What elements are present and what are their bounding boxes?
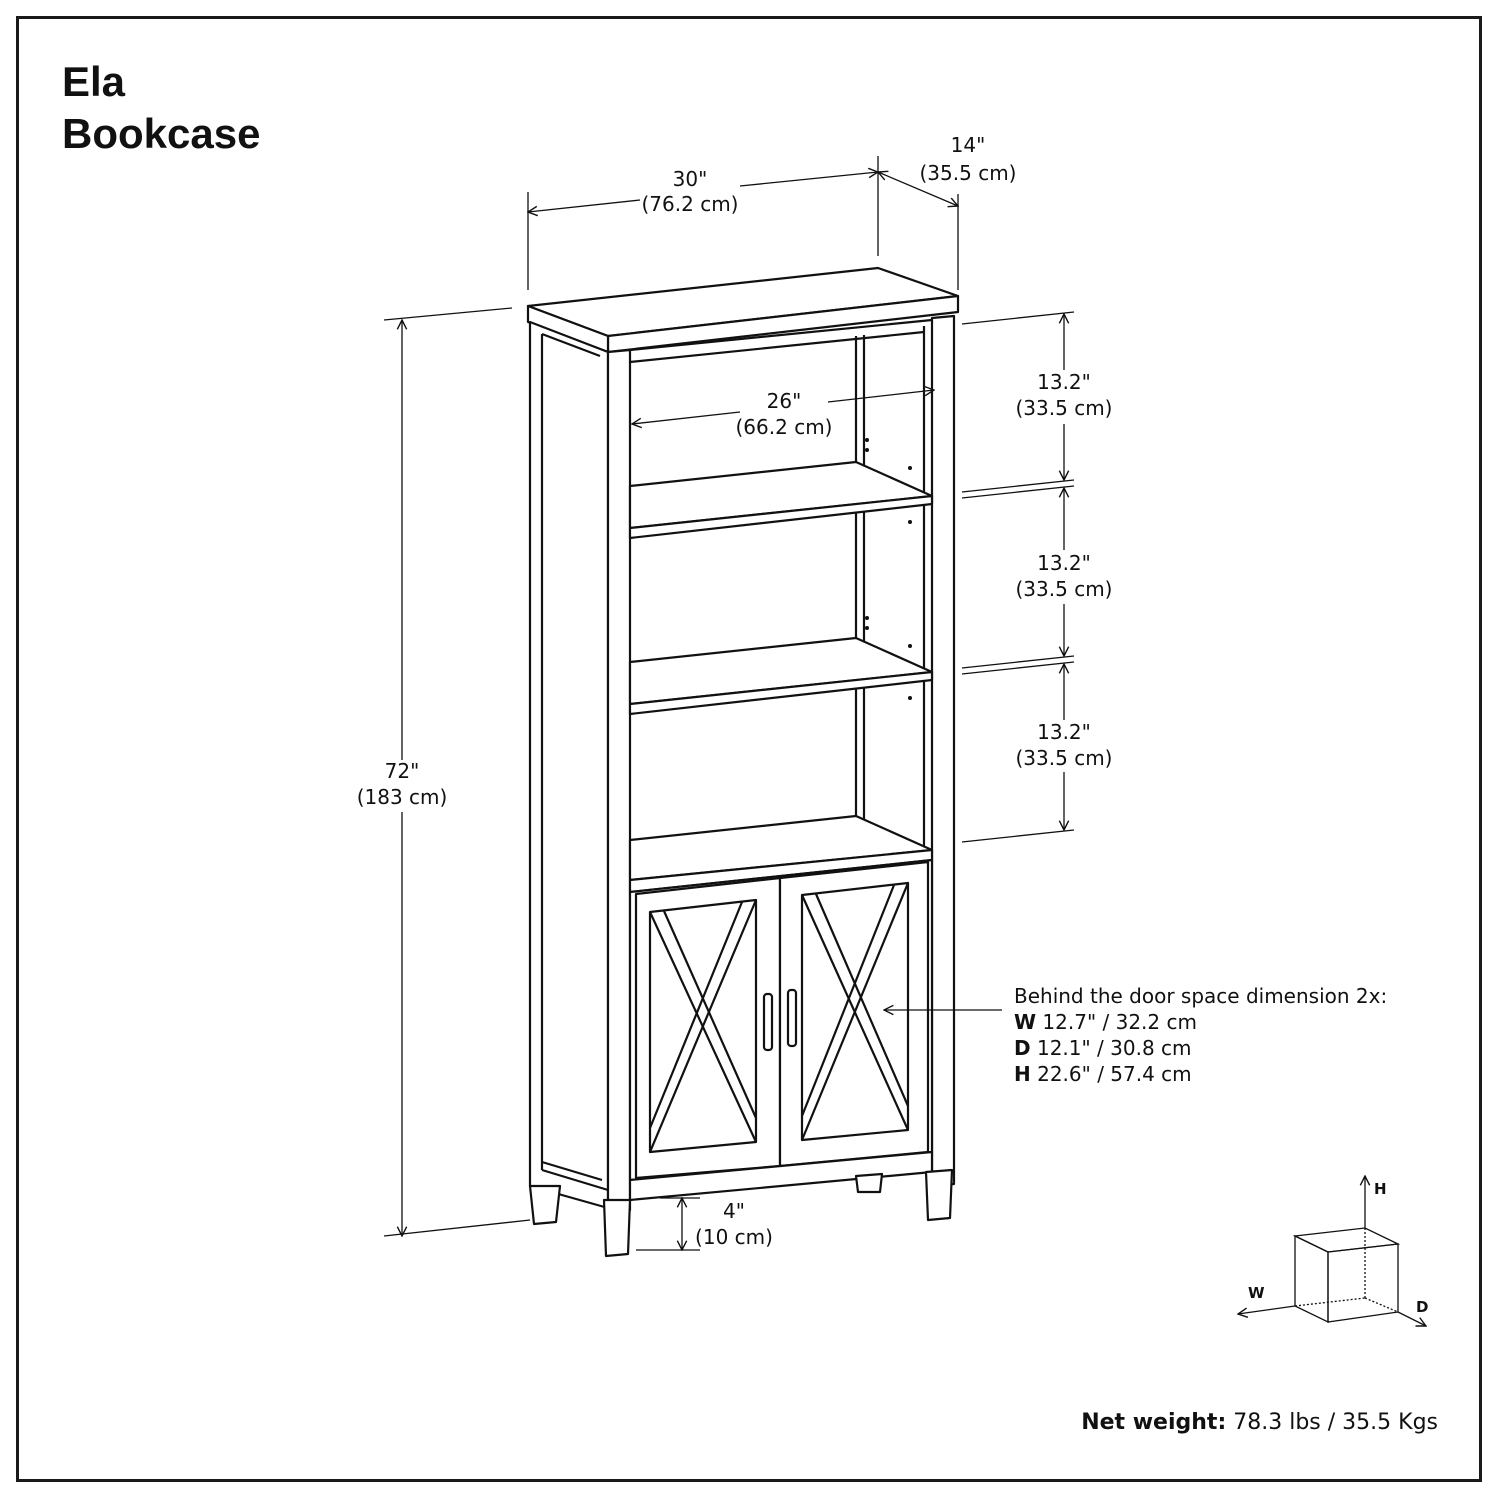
axis-h-label: H [1374, 1180, 1387, 1198]
left-door-handle [762, 992, 774, 1052]
right-door [778, 860, 930, 1168]
dimension-labels: 30" (76.2 cm) 14" (35.5 cm) 72" (183 cm)… [357, 133, 1113, 1249]
back-left-leg [528, 1184, 562, 1226]
door-space-depth-row: D 12.1" / 30.8 cm [1014, 1036, 1192, 1060]
leg-height-in-label: 4" [723, 1199, 745, 1223]
right-door-handle [786, 988, 798, 1048]
product-title: Ela Bookcase [62, 56, 260, 160]
shelf-spacing-3-in-label: 13.2" [1037, 720, 1091, 744]
axis-cube-icon [1238, 1176, 1426, 1326]
shelf-spacing-1-in-label: 13.2" [1037, 370, 1091, 394]
net-weight: Net weight: 78.3 lbs / 35.5 Kgs [1081, 1410, 1438, 1435]
depth-in-label: 14" [951, 133, 986, 157]
width-cm-label: (76.2 cm) [642, 192, 739, 216]
left-door [634, 876, 782, 1180]
front-right-stile [930, 314, 956, 1188]
shelf-spacing-3-cm-label: (33.5 cm) [1016, 746, 1113, 770]
shelf-spacing-1-cm-label: (33.5 cm) [1016, 396, 1113, 420]
title-line-1: Ela [62, 58, 126, 105]
door-space-note: Behind the door space dimension 2x: W 12… [1014, 984, 1387, 1086]
leg-height-cm-label: (10 cm) [695, 1225, 773, 1249]
inner-width-cm-label: (66.2 cm) [736, 415, 833, 439]
dimension-lines [383, 156, 1075, 1250]
axis-w-label: W [1248, 1284, 1265, 1302]
door-space-width-row: W 12.7" / 32.2 cm [1014, 1010, 1197, 1034]
front-right-leg [924, 1168, 954, 1222]
front-left-stile [606, 348, 632, 1212]
page-border [16, 16, 1482, 1482]
inner-width-in-label: 26" [767, 389, 802, 413]
shelf-spacing-2-in-label: 13.2" [1037, 551, 1091, 575]
bookcase-drawing [526, 266, 960, 1258]
axis-d-label: D [1416, 1298, 1428, 1316]
width-in-label: 30" [673, 167, 708, 191]
height-cm-label: (183 cm) [357, 785, 448, 809]
height-in-label: 72" [385, 759, 420, 783]
net-weight-label: Net weight: [1081, 1410, 1227, 1435]
title-line-2: Bookcase [62, 110, 261, 157]
door-space-heading: Behind the door space dimension 2x: [1014, 984, 1387, 1008]
net-weight-value: 78.3 lbs / 35.5 Kgs [1226, 1410, 1438, 1435]
door-space-height-row: H 22.6" / 57.4 cm [1014, 1062, 1192, 1086]
back-right-leg [854, 1172, 884, 1194]
depth-cm-label: (35.5 cm) [920, 161, 1017, 185]
front-left-leg [602, 1198, 632, 1258]
shelf-spacing-2-cm-label: (33.5 cm) [1016, 577, 1113, 601]
